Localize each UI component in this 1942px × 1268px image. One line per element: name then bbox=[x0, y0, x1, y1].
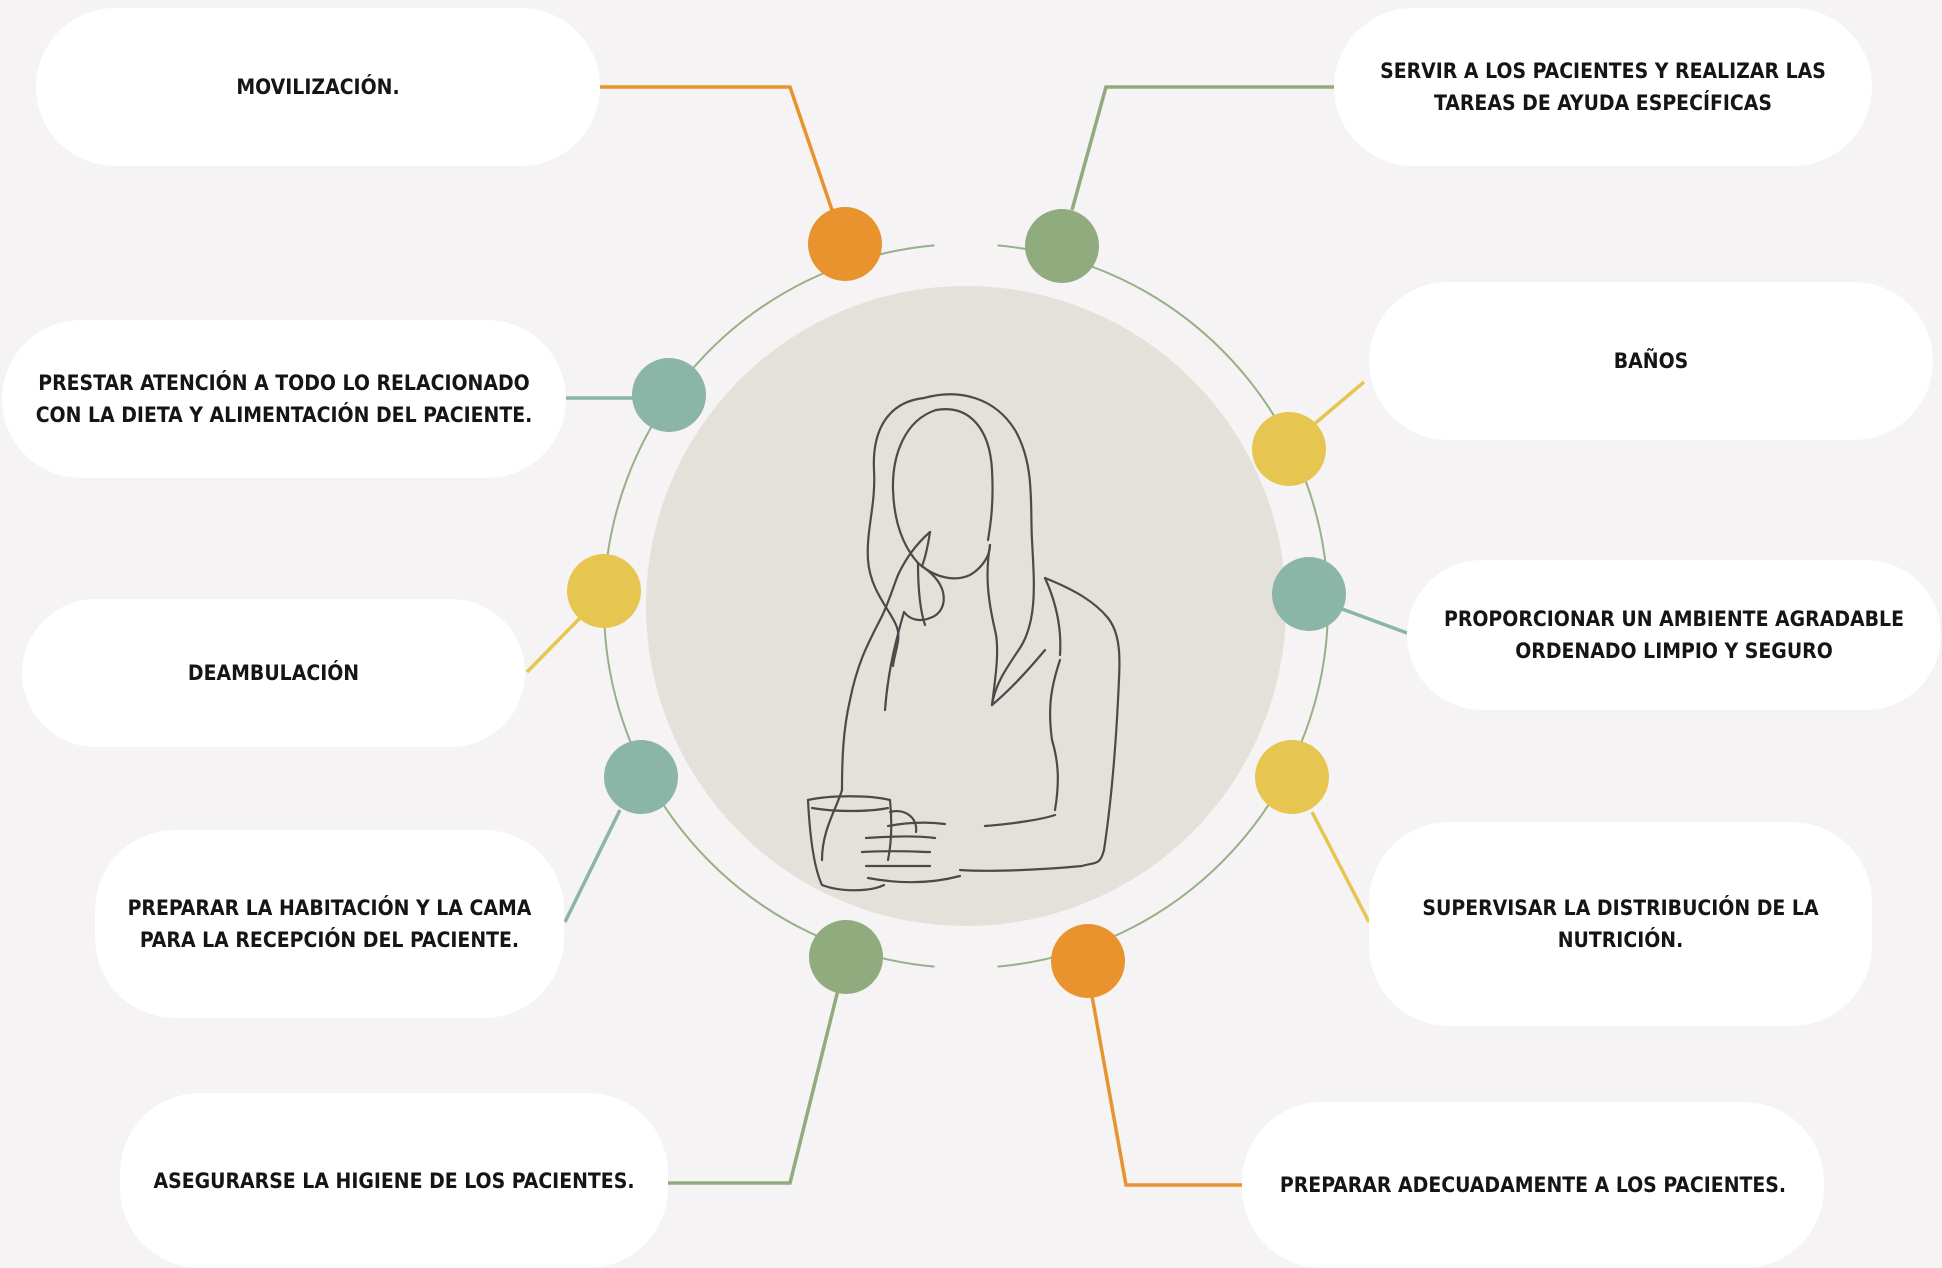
node-servir bbox=[1025, 209, 1099, 283]
task-label: SUPERVISAR LA DISTRIBUCIÓN DE LA NUTRICI… bbox=[1422, 896, 1819, 952]
task-card-nutricion: SUPERVISAR LA DISTRIBUCIÓN DE LA NUTRICI… bbox=[1369, 822, 1872, 1026]
task-label: PREPARAR LA HABITACIÓN Y LA CAMA PARA LA… bbox=[127, 896, 532, 952]
task-card-deambulacion: DEAMBULACIÓN bbox=[22, 599, 525, 747]
node-movilizacion bbox=[808, 207, 882, 281]
task-label: DEAMBULACIÓN bbox=[187, 661, 360, 685]
nodes bbox=[567, 207, 1346, 998]
task-card-banos: BAÑOS bbox=[1369, 282, 1933, 440]
task-card-higiene: ASEGURARSE LA HIGIENE DE LOS PACIENTES. bbox=[120, 1093, 668, 1268]
center-disc bbox=[646, 286, 1286, 926]
task-card-servir: SERVIR A LOS PACIENTES Y REALIZAR LAS TA… bbox=[1334, 8, 1872, 166]
task-label: SERVIR A LOS PACIENTES Y REALIZAR LAS TA… bbox=[1380, 59, 1826, 115]
node-higiene bbox=[809, 920, 883, 994]
connector-movilizacion bbox=[600, 85, 834, 211]
task-label: PRESTAR ATENCIÓN A TODO LO RELACIONADO C… bbox=[35, 371, 533, 427]
task-card-dieta: PRESTAR ATENCIÓN A TODO LO RELACIONADO C… bbox=[2, 320, 566, 478]
node-banos bbox=[1252, 412, 1326, 486]
task-label: ASEGURARSE LA HIGIENE DE LOS PACIENTES. bbox=[153, 1168, 635, 1193]
node-ambiente bbox=[1272, 557, 1346, 631]
task-card-habitacion: PREPARAR LA HABITACIÓN Y LA CAMA PARA LA… bbox=[95, 830, 564, 1018]
node-preparar bbox=[1051, 924, 1125, 998]
task-card-ambiente: PROPORCIONAR UN AMBIENTE AGRADABLE ORDEN… bbox=[1407, 560, 1941, 710]
connector-servir bbox=[1070, 85, 1334, 211]
task-card-movilizacion: MOVILIZACIÓN. bbox=[36, 8, 600, 166]
node-deambulacion bbox=[567, 554, 641, 628]
task-label: PREPARAR ADECUADAMENTE A LOS PACIENTES. bbox=[1279, 1173, 1787, 1197]
connector-banos bbox=[1310, 380, 1366, 428]
task-label: PROPORCIONAR UN AMBIENTE AGRADABLE ORDEN… bbox=[1443, 607, 1905, 663]
connector-higiene bbox=[668, 989, 840, 1185]
connector-nutricion bbox=[1310, 811, 1371, 923]
task-card-preparar: PREPARAR ADECUADAMENTE A LOS PACIENTES. bbox=[1242, 1102, 1824, 1268]
task-label: MOVILIZACIÓN. bbox=[236, 75, 400, 99]
connectors bbox=[525, 85, 1408, 1187]
node-nutricion bbox=[1255, 740, 1329, 814]
connector-preparar bbox=[1090, 995, 1242, 1187]
node-habitacion bbox=[604, 740, 678, 814]
node-dieta bbox=[632, 358, 706, 432]
connector-deambulacion bbox=[525, 614, 584, 674]
task-label: BAÑOS bbox=[1613, 349, 1689, 373]
connector-habitacion bbox=[563, 809, 622, 923]
connector-ambiente bbox=[1341, 607, 1408, 635]
woman-thinking-icon bbox=[806, 393, 1121, 892]
